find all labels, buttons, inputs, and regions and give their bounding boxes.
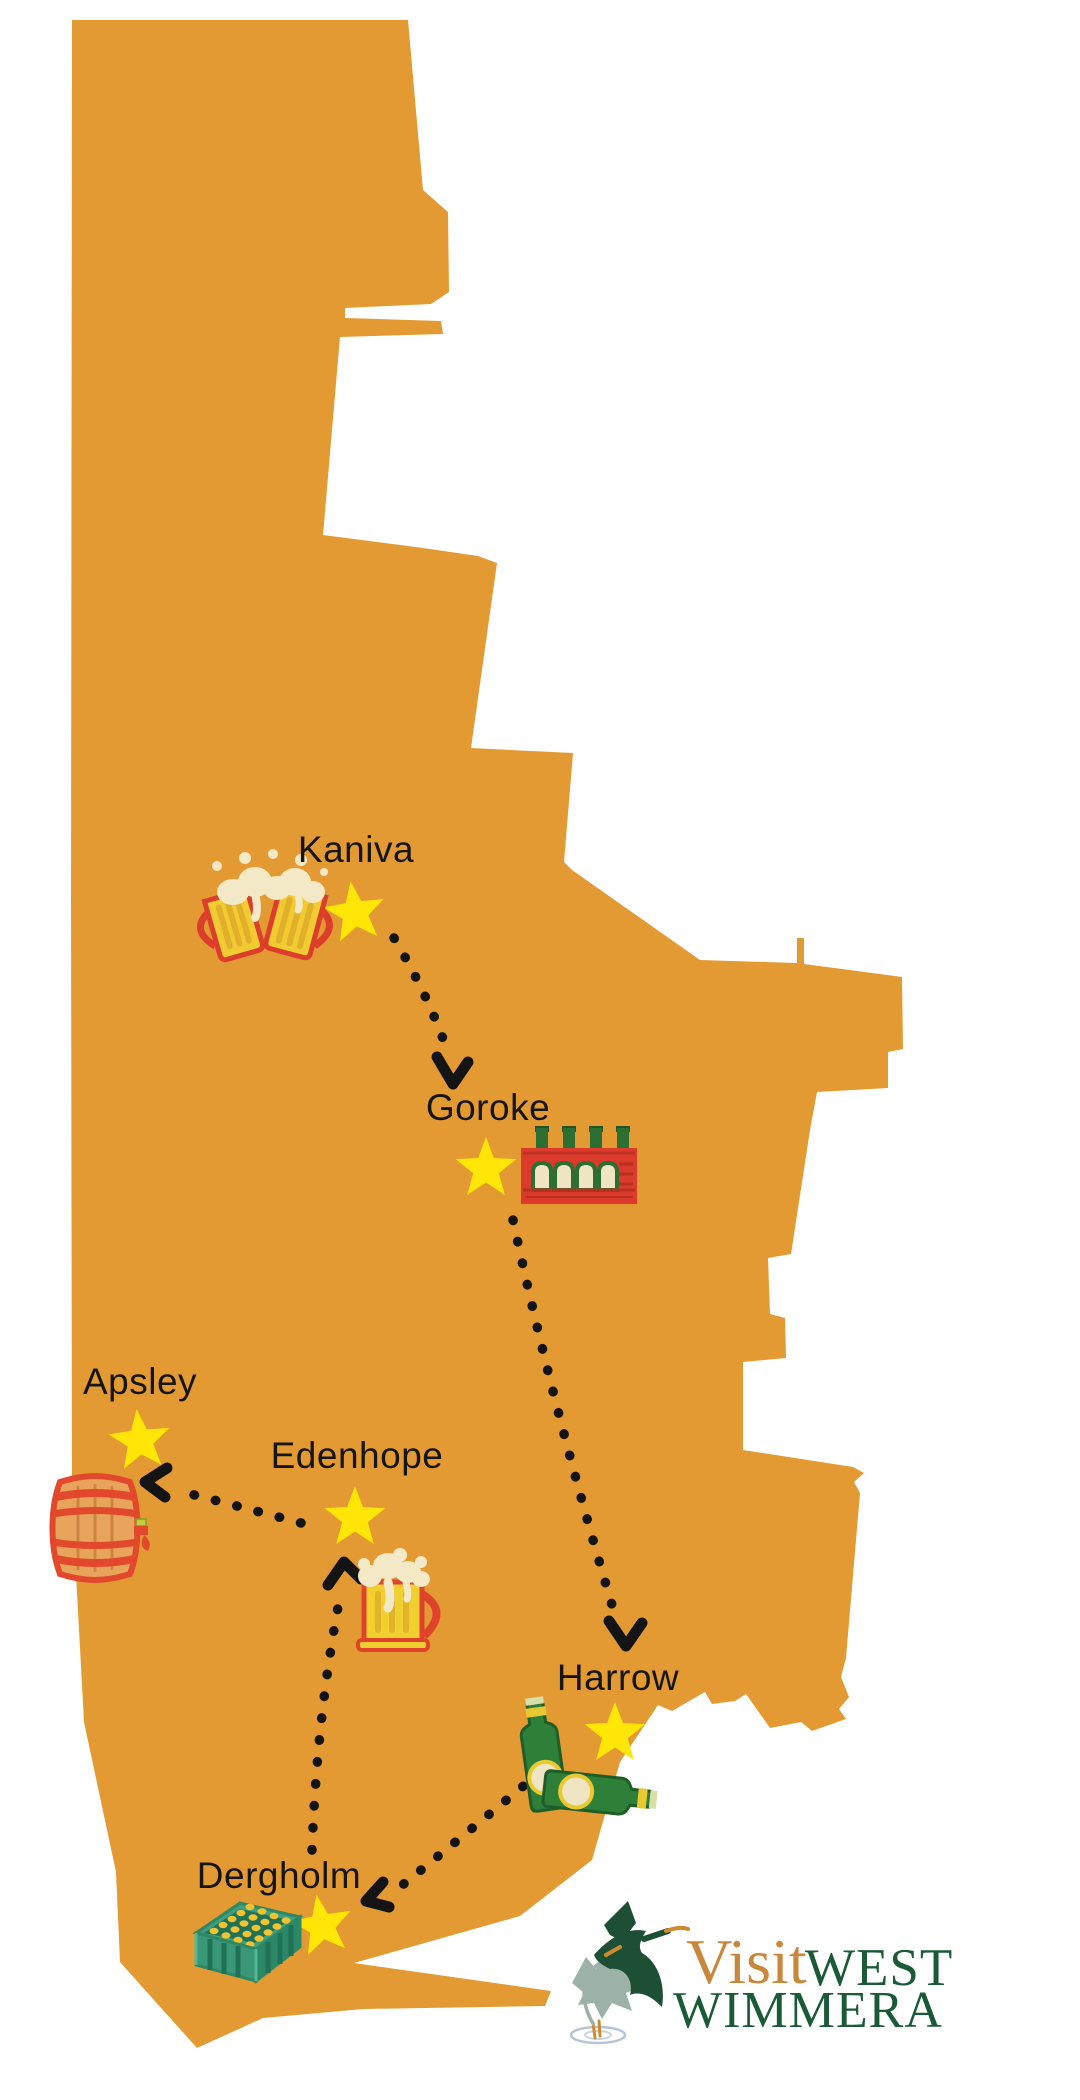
arrowhead-to-edenhope [322, 1556, 367, 1591]
arrowhead-to-dergholm [360, 1876, 395, 1913]
route-edenhope-apsley [170, 1485, 306, 1528]
town-label-dergholm: Dergholm [196, 1855, 362, 1896]
beer-barrel-icon [49, 1473, 150, 1583]
green-beer-crate-icon [192, 1901, 304, 1985]
logo-word-visit: Visit [686, 1926, 807, 1997]
arrowhead-to-goroke [431, 1051, 474, 1090]
logo-word-wimmera: WIMMERA [673, 1982, 943, 2039]
trail-arrowheads [139, 1051, 648, 1913]
route-kaniva-goroke [389, 933, 452, 1055]
arrowhead-to-harrow [603, 1615, 648, 1652]
beer-mug-icon [356, 1548, 441, 1652]
logo-brolga-bird-icon [569, 1901, 690, 2045]
red-beer-crate-icon [521, 1126, 637, 1204]
arrowhead-to-apsley [139, 1462, 173, 1503]
map-shape [71, 20, 903, 2048]
town-label-goroke: Goroke [425, 1087, 551, 1128]
town-label-apsley: Apsley [82, 1361, 198, 1402]
town-label-harrow: Harrow [556, 1657, 680, 1698]
logo-word-west: WEST [805, 1939, 954, 1997]
town-label-edenhope: Edenhope [270, 1435, 444, 1476]
route-goroke-harrow [508, 1215, 620, 1620]
town-label-kaniva: Kaniva [297, 829, 415, 870]
route-dergholm-edenhope [307, 1597, 344, 1855]
clinking-beer-mugs-icon [196, 849, 333, 963]
